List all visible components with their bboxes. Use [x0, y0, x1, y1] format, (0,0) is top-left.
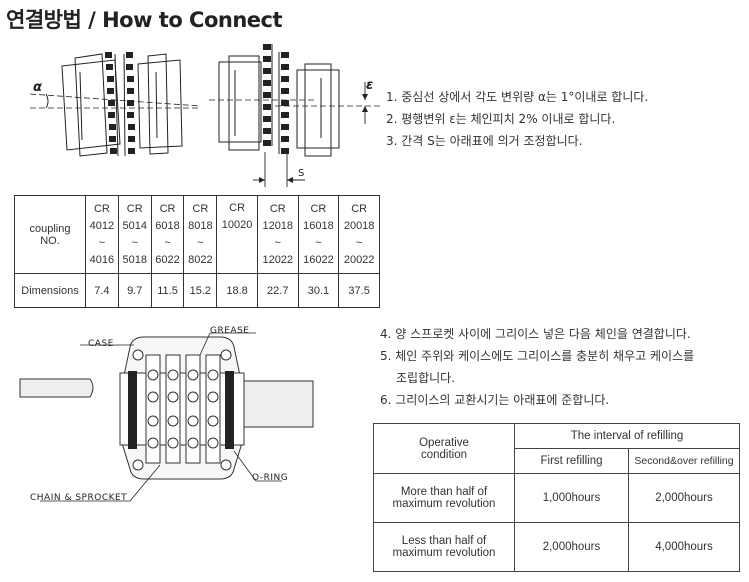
- step-1: 1. 중심선 상에서 각도 변위량 α는 1°이내로 합니다.: [386, 90, 649, 104]
- grease-label: GREASE: [210, 326, 250, 336]
- coupling-header: coupling NO.: [14, 195, 86, 274]
- dimension-value: 11.5: [150, 273, 185, 308]
- step-2: 2. 평행변위 ε는 체인피치 2% 이내로 합니다.: [386, 112, 616, 126]
- first-refill-value: 1,000hours: [514, 473, 629, 523]
- steps-top: 1. 중심선 상에서 각도 변위량 α는 1°이내로 합니다. 2. 평행변위 …: [386, 86, 648, 152]
- dimension-value: 30.1: [297, 273, 340, 308]
- dimension-value: 22.7: [256, 273, 299, 308]
- dimension-value: 9.7: [117, 273, 152, 308]
- steps-bottom: 4. 양 스프로켓 사이에 그리이스 넣은 다음 체인을 연결합니다. 5. 체…: [380, 323, 694, 411]
- dimension-value: 7.4: [85, 273, 119, 308]
- oring-label: O-RING: [252, 473, 289, 483]
- parallel-misalignment-diagram: [209, 44, 381, 187]
- condition-cell: Less than half of maximum revolution: [373, 522, 515, 572]
- dimension-value: 37.5: [338, 273, 380, 308]
- alpha-label: α: [33, 80, 42, 95]
- first-refill-value: 2,000hours: [514, 522, 629, 572]
- second-refilling-header: Second&over refilling: [628, 448, 740, 474]
- case-label: CASE: [88, 339, 114, 349]
- interval-header: The interval of refilling: [514, 423, 740, 449]
- first-refilling-header: First refilling: [514, 448, 629, 474]
- epsilon-label: ε: [366, 78, 374, 93]
- second-refill-value: 4,000hours: [628, 522, 740, 572]
- angular-misalignment-diagram: [29, 52, 201, 157]
- condition-cell: More than half of maximum revolution: [373, 473, 515, 523]
- refill-table: Operative condition The interval of refi…: [373, 423, 740, 572]
- operative-condition-header: Operative condition: [373, 423, 515, 474]
- coupling-section-diagram: [19, 332, 314, 502]
- step-5-continued: 조립합니다.: [396, 371, 456, 385]
- step-3: 3. 간격 S는 아래표에 의거 조정합니다.: [386, 134, 583, 148]
- s-label: S: [298, 168, 305, 179]
- dimension-value: 18.8: [216, 273, 258, 308]
- dimensions-row-label: Dimensions: [14, 273, 86, 308]
- page-title: 연결방법 / How to Connect: [6, 8, 283, 32]
- step-4: 4. 양 스프로켓 사이에 그리이스 넣은 다음 체인을 연결합니다.: [380, 327, 691, 341]
- chain-sprocket-label: CHAIN & SPROCKET: [30, 493, 128, 503]
- step-6: 6. 그리이스의 교환시기는 아래표에 준합니다.: [380, 393, 610, 407]
- step-5: 5. 체인 주위와 케이스에도 그리이스를 충분히 채우고 케이스를: [380, 349, 695, 363]
- second-refill-value: 2,000hours: [628, 473, 740, 523]
- dimension-value: 15.2: [183, 273, 218, 308]
